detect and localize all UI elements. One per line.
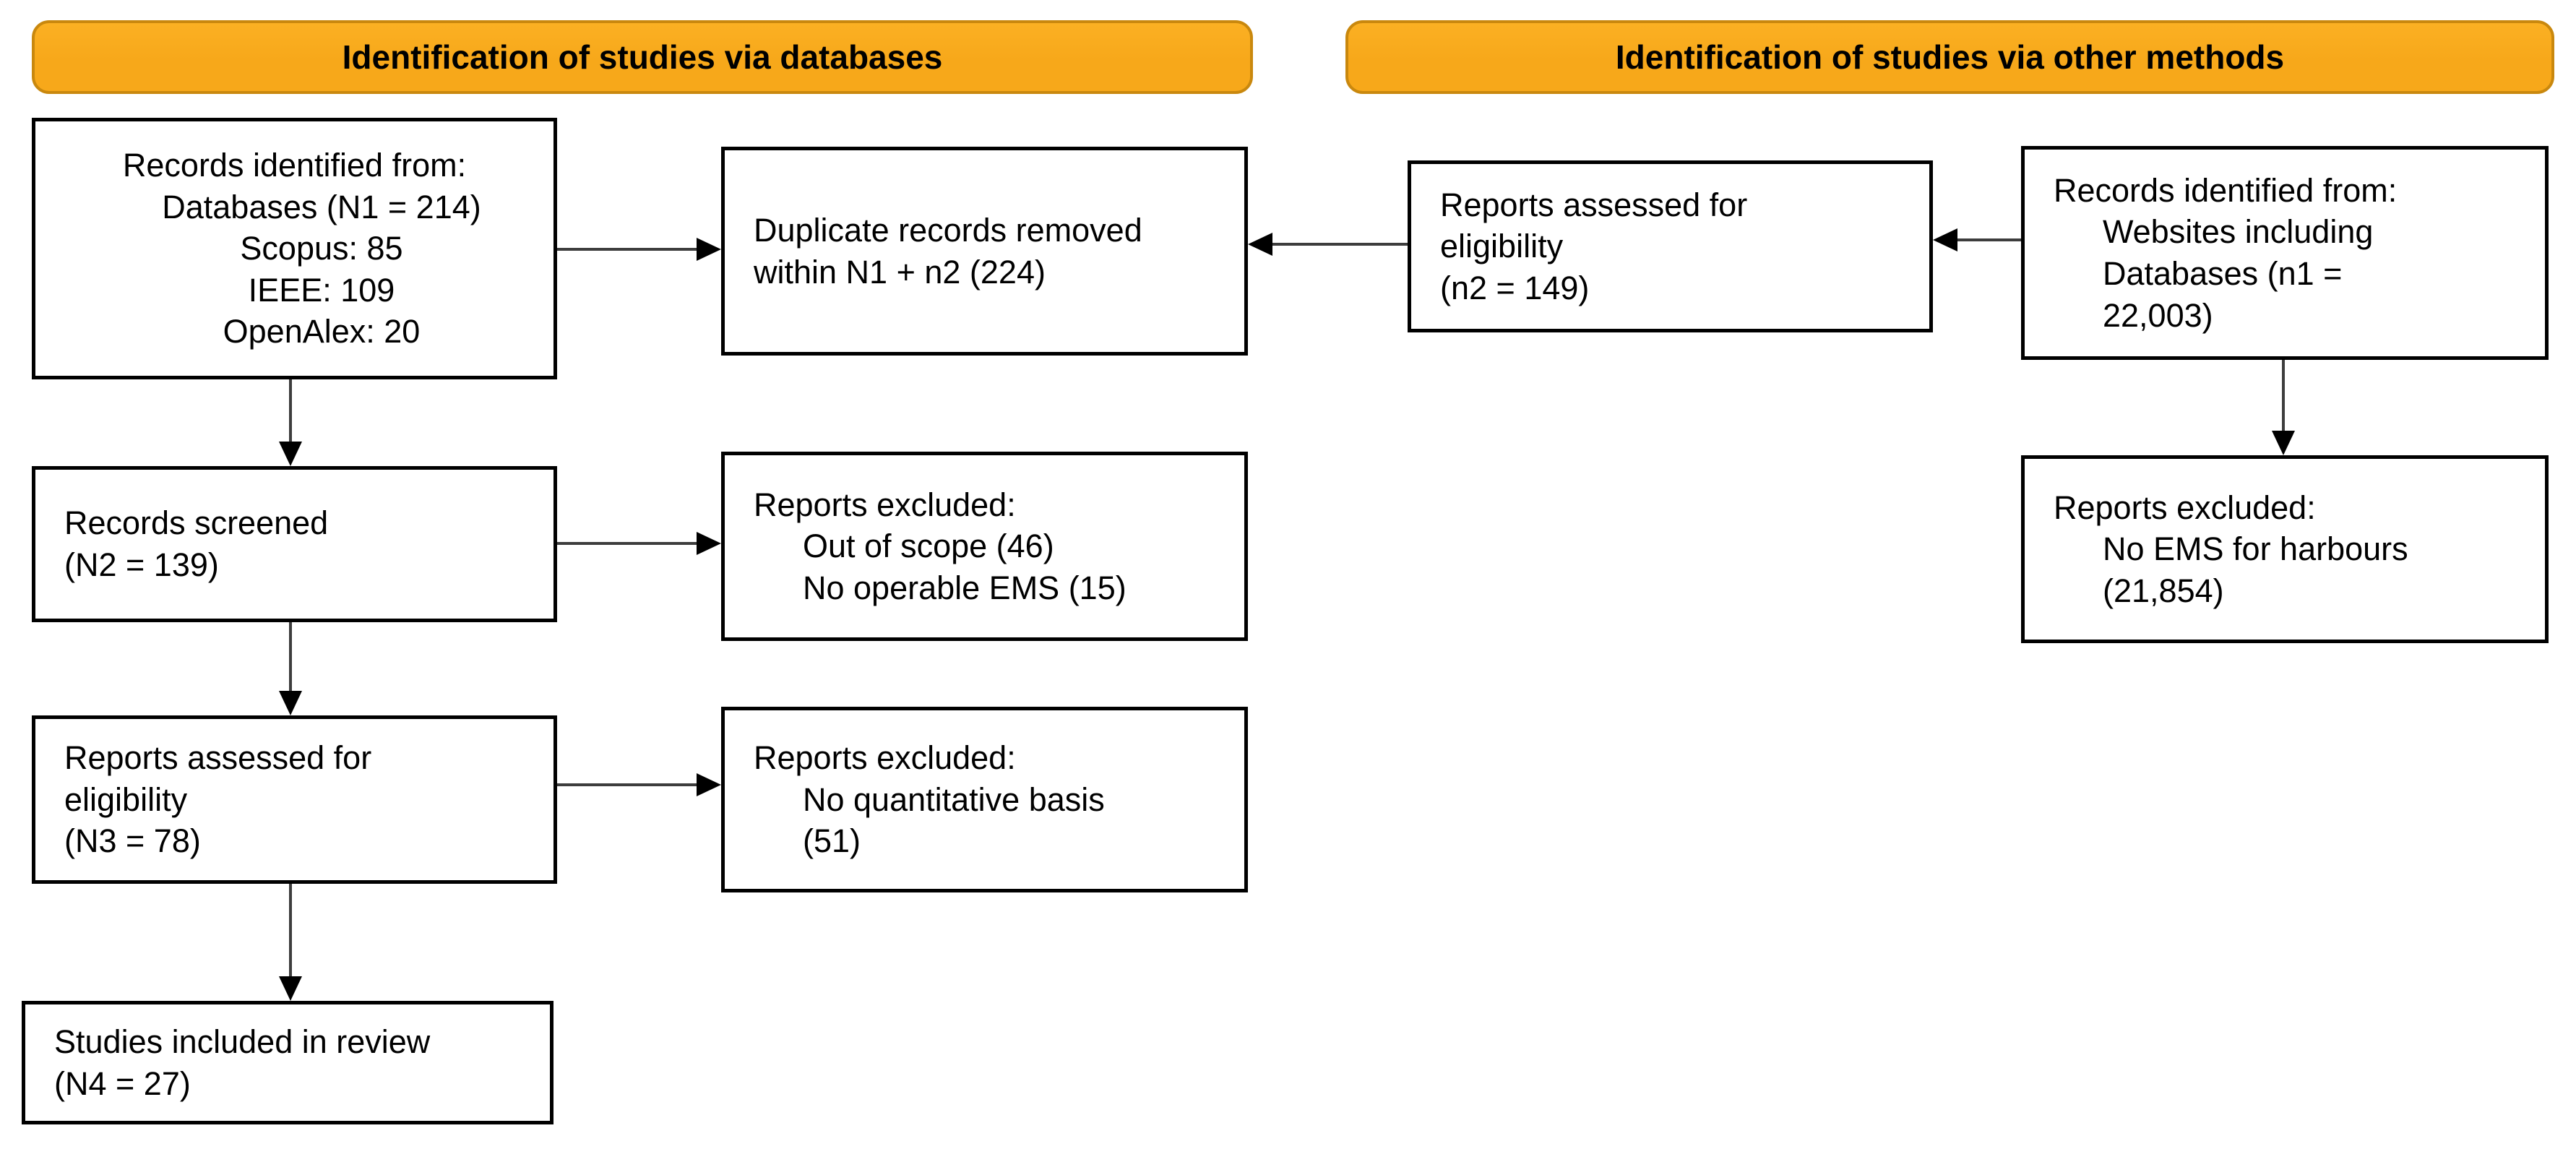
- box-line: Databases (N1 = 214): [162, 188, 481, 225]
- arrowhead-down-icon: [2272, 431, 2295, 455]
- box-line: IEEE: 109: [248, 271, 395, 309]
- box-line: No quantitative basis: [803, 780, 1105, 818]
- box-reports-assessed-databases: Reports assessed for eligibility (N3 = 7…: [32, 715, 557, 884]
- box-line: (N3 = 78): [64, 822, 201, 860]
- arrowhead-down-icon: [279, 976, 302, 1001]
- box-line: Records identified from:: [2054, 171, 2398, 209]
- banner-identification-via-other-methods: Identification of studies via other meth…: [1345, 20, 2554, 94]
- arrowhead-down-icon: [279, 442, 302, 466]
- arrow-line-assessed-to-excluded: [557, 783, 699, 786]
- box-line: Reports assessed for: [1440, 186, 1748, 223]
- box-line: (N2 = 139): [64, 546, 219, 583]
- arrow-line-screened-to-excluded: [557, 542, 699, 545]
- box-line: Out of scope (46): [803, 528, 1054, 565]
- box-records-identified-databases: Records identified from: Databases (N1 =…: [32, 118, 557, 379]
- arrowhead-right-icon: [697, 773, 721, 796]
- box-line: No EMS for harbours: [2103, 530, 2408, 568]
- box-line: eligibility: [64, 780, 188, 818]
- box-reports-excluded-eligibility: Reports excluded: No quantitative basis …: [721, 707, 1248, 892]
- box-line: eligibility: [1440, 228, 1564, 265]
- arrow-line-identified-to-duplicates: [557, 248, 699, 251]
- box-line: No operable EMS (15): [803, 569, 1127, 606]
- box-line: (21,854): [2103, 572, 2224, 609]
- arrow-line-identified-to-screened: [289, 379, 292, 443]
- box-line: Reports excluded:: [754, 739, 1016, 777]
- arrowhead-down-icon: [279, 691, 302, 715]
- box-reports-excluded-other: Reports excluded: No EMS for harbours (2…: [2021, 455, 2549, 643]
- arrowhead-right-icon: [697, 532, 721, 555]
- box-line: 22,003): [2103, 296, 2213, 334]
- arrowhead-left-icon: [1933, 228, 1957, 251]
- box-line: (51): [803, 822, 861, 860]
- box-line: Reports assessed for: [64, 739, 372, 777]
- box-line: Studies included in review: [54, 1023, 431, 1060]
- box-line: Duplicate records removed: [754, 211, 1142, 249]
- arrow-line-assessed-other-to-duplicates: [1271, 243, 1408, 246]
- box-line: within N1 + n2 (224): [754, 253, 1046, 291]
- box-line: Records screened: [64, 504, 329, 542]
- arrowhead-left-icon: [1248, 233, 1272, 256]
- box-line: (n2 = 149): [1440, 269, 1590, 306]
- box-records-identified-other: Records identified from: Websites includ…: [2021, 146, 2549, 360]
- banner-label: Identification of studies via databases: [342, 38, 943, 76]
- box-line: Records identified from:: [122, 147, 467, 184]
- box-line: Databases (n1 =: [2103, 255, 2343, 292]
- arrow-line-assessed-to-included: [289, 884, 292, 978]
- box-studies-included: Studies included in review (N4 = 27): [22, 1001, 553, 1124]
- box-line: Reports excluded:: [754, 486, 1016, 523]
- banner-identification-via-databases: Identification of studies via databases: [32, 20, 1253, 94]
- arrowhead-right-icon: [697, 238, 721, 261]
- arrow-line-other-identified-to-assessed: [1956, 238, 2021, 241]
- box-line: Reports excluded:: [2054, 489, 2316, 526]
- box-line: Websites including: [2103, 213, 2374, 251]
- box-duplicate-records-removed: Duplicate records removed within N1 + n2…: [721, 147, 1248, 356]
- box-reports-assessed-other: Reports assessed for eligibility (n2 = 1…: [1408, 160, 1933, 332]
- box-records-screened: Records screened (N2 = 139): [32, 466, 557, 622]
- banner-label: Identification of studies via other meth…: [1615, 38, 2285, 76]
- box-line: OpenAlex: 20: [223, 313, 421, 350]
- arrow-line-screened-to-assessed: [289, 622, 292, 692]
- arrow-line-other-identified-to-excluded: [2282, 360, 2285, 432]
- box-line: (N4 = 27): [54, 1064, 191, 1102]
- box-reports-excluded-screening: Reports excluded: Out of scope (46) No o…: [721, 452, 1248, 641]
- box-line: Scopus: 85: [240, 230, 403, 267]
